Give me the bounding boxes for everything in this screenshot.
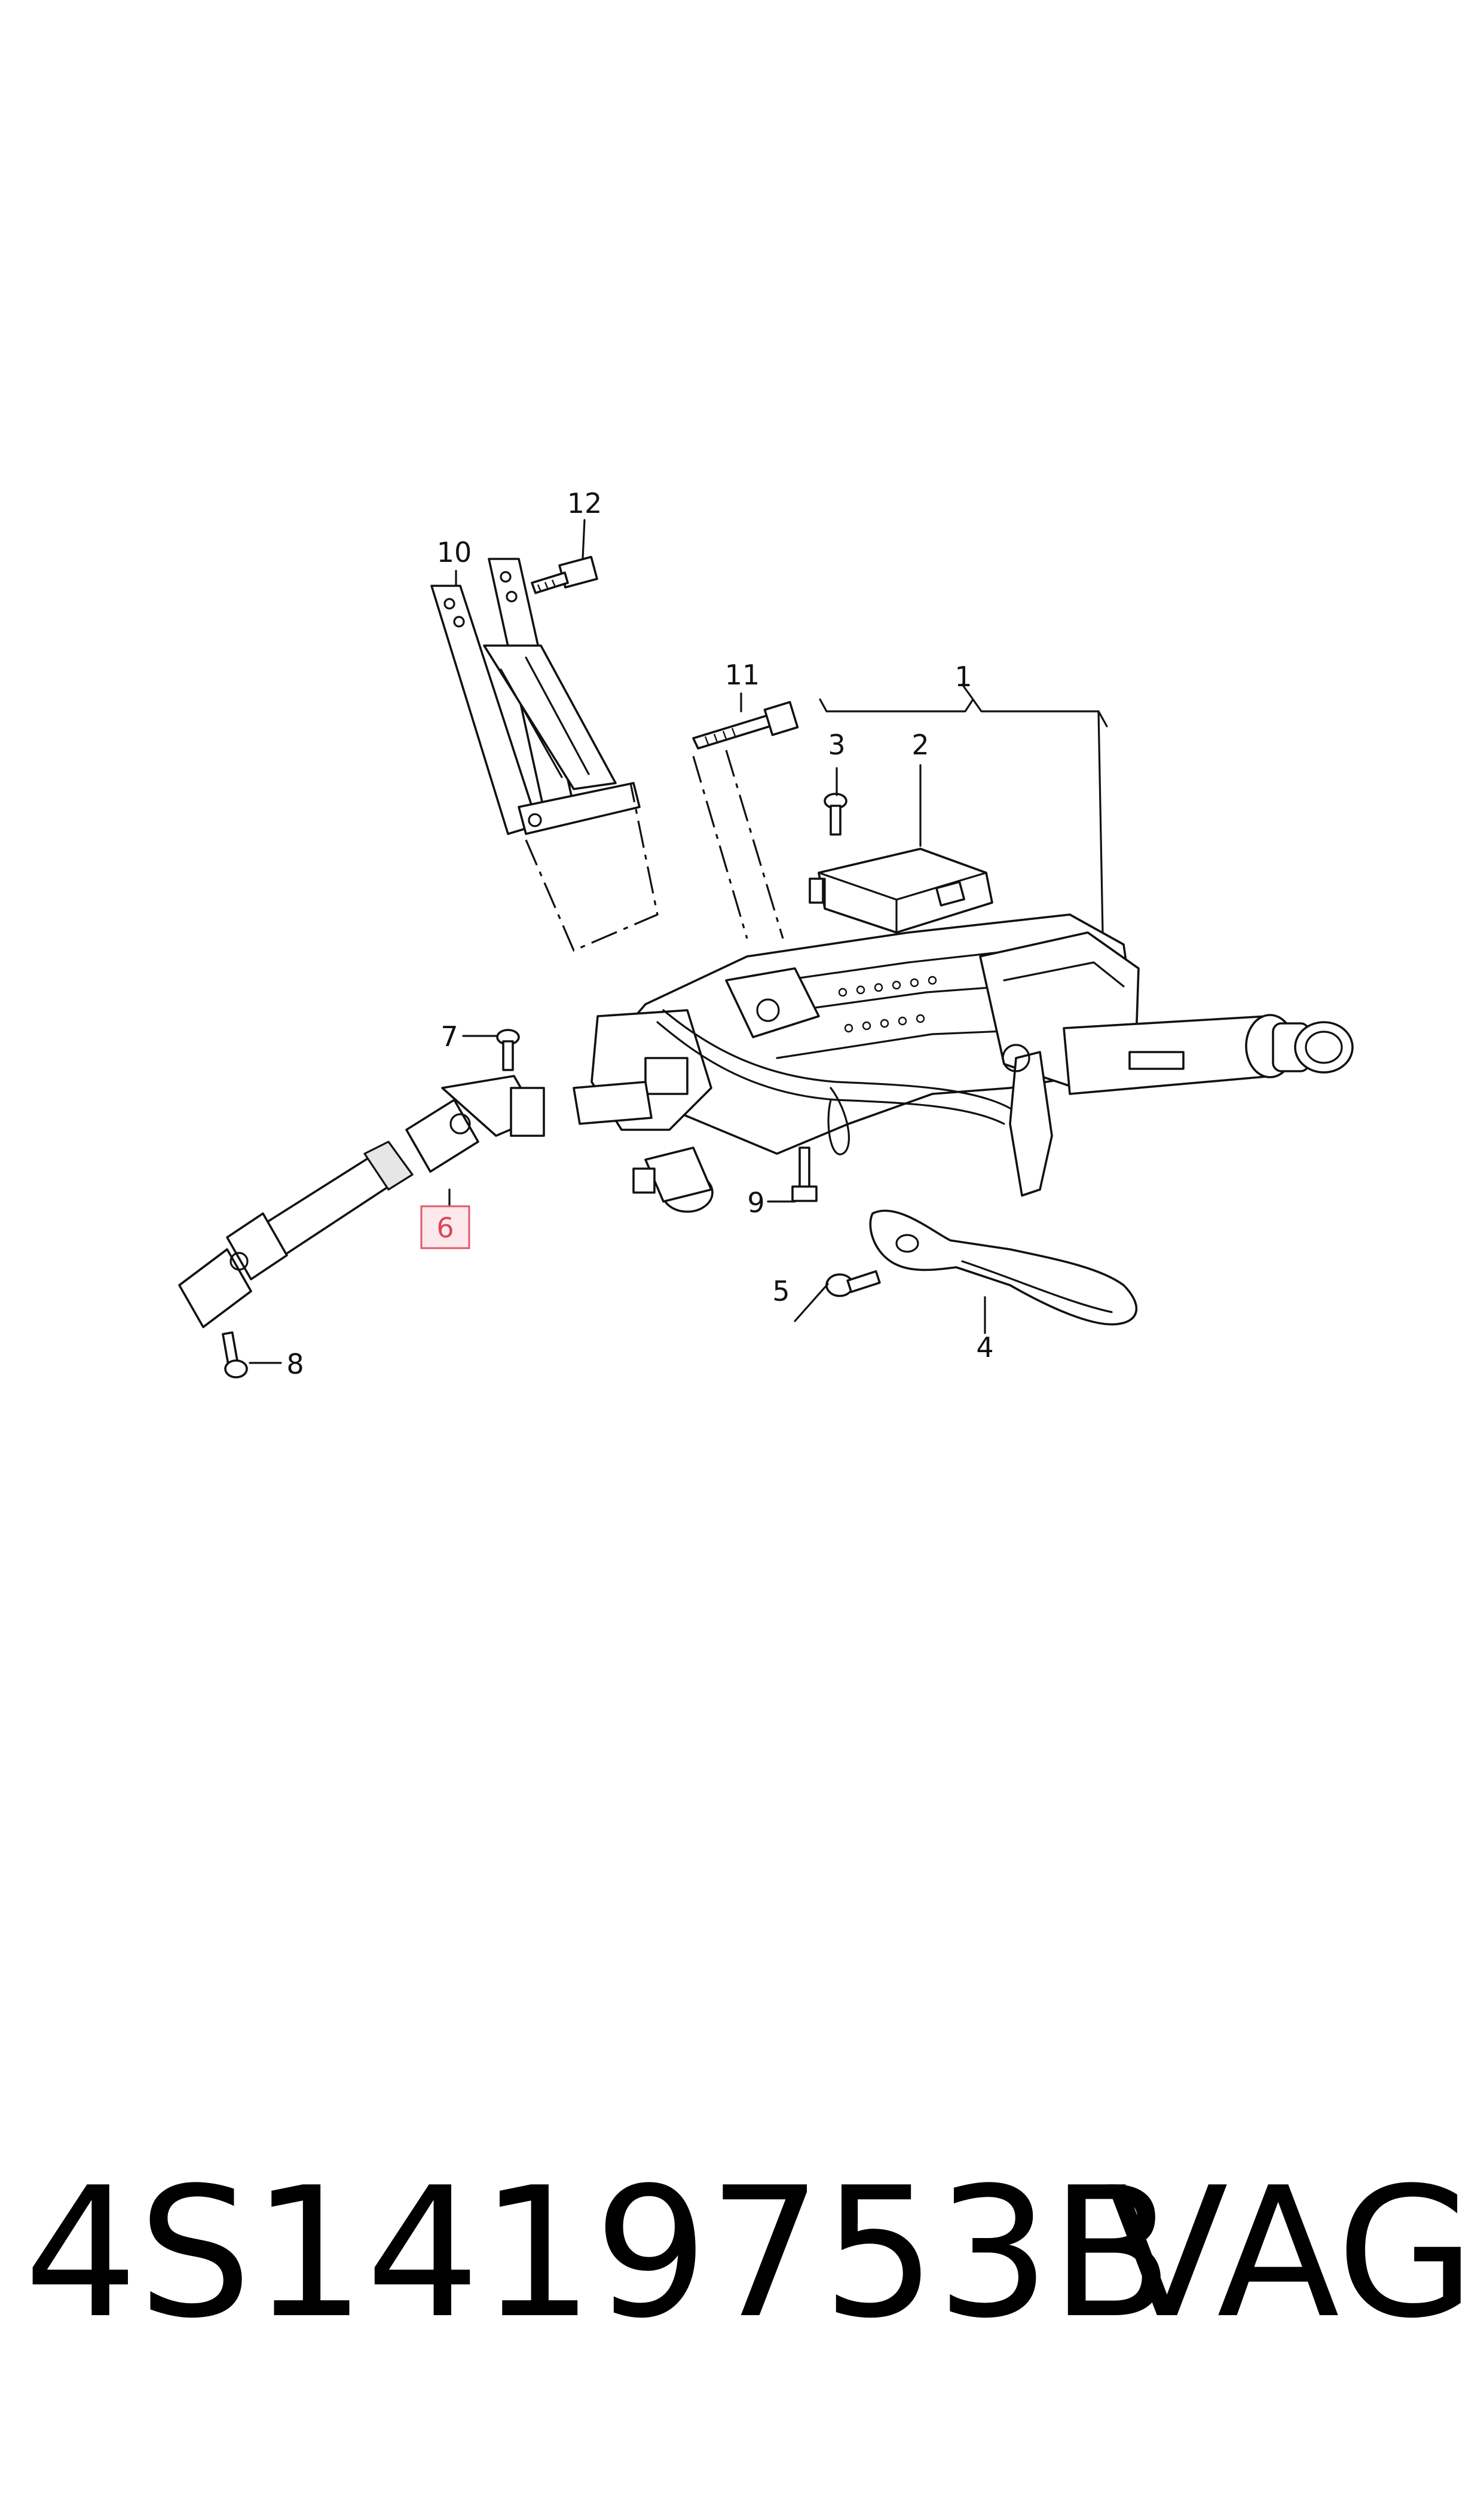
brand-name: VAG	[1106, 2149, 1476, 2358]
bolt-11-dashed-link	[692, 756, 748, 939]
steering-shaft	[178, 1075, 545, 1328]
leader-lines	[249, 519, 1108, 1364]
callout-10: 10	[437, 536, 472, 568]
callout-8: 8	[286, 1348, 304, 1380]
bolt-11	[692, 701, 799, 750]
bracket-dashed-link	[525, 782, 659, 952]
screw-9	[791, 1147, 818, 1202]
footer-caption: 4S1419753B VAG	[24, 2146, 1475, 2361]
screw-7	[496, 1029, 520, 1071]
screw-5	[825, 1270, 881, 1297]
steering-column	[573, 913, 1354, 1213]
callout-4: 4	[976, 1331, 993, 1364]
screw-3	[824, 793, 847, 836]
callout-12: 12	[567, 487, 602, 519]
callout-7: 7	[440, 1020, 458, 1053]
callout-6-highlight	[420, 1205, 470, 1249]
callout-3: 3	[828, 729, 845, 761]
control-module	[809, 848, 993, 934]
callout-labels: 1 2 3 4 5 6 7 8 9 10 11 12	[286, 487, 993, 1380]
callout-2: 2	[911, 729, 929, 761]
mounting-bracket	[430, 558, 641, 835]
callout-9: 9	[747, 1187, 764, 1219]
callout-1: 1	[954, 661, 972, 693]
screw-8	[222, 1331, 248, 1378]
bolt-12	[531, 555, 598, 594]
release-lever	[869, 1209, 1138, 1326]
callout-11: 11	[725, 659, 760, 691]
part-number: 4S1419753B	[24, 2149, 1174, 2358]
callout-5: 5	[772, 1275, 790, 1307]
callout-6: 6	[436, 1212, 454, 1244]
